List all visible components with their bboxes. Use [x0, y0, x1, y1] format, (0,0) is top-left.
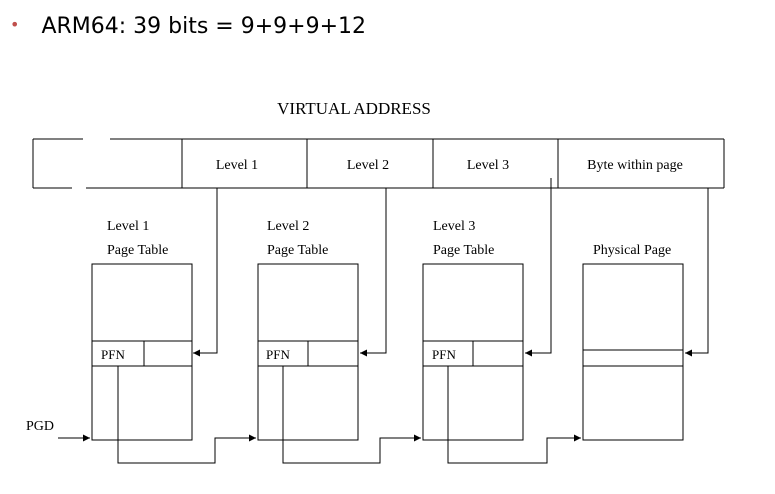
offset-arrow	[685, 188, 709, 357]
field-level-1: Level 1	[216, 158, 258, 173]
bullet-text: ARM64: 39 bits = 9+9+9+12	[41, 14, 367, 39]
table3-label-line2: Page Table	[433, 243, 494, 258]
table3-label-line1: Level 3	[433, 219, 475, 234]
diagram-title: VIRTUAL ADDRESS	[277, 99, 431, 118]
table2-label-line2: Page Table	[267, 243, 328, 258]
level2-index-arrow	[360, 188, 387, 357]
field-level-3: Level 3	[467, 158, 509, 173]
slide-bullet: • ARM64: 39 bits = 9+9+9+12	[10, 14, 366, 39]
level3-index-arrow	[525, 178, 552, 357]
physical-page-label: Physical Page	[593, 243, 671, 258]
level2-page-table	[257, 263, 359, 441]
table1-label-line2: Page Table	[107, 243, 168, 258]
physical-page	[582, 263, 684, 441]
virtual-address-bar	[32, 138, 725, 189]
table2-label-line1: Level 2	[267, 219, 309, 234]
level1-page-table	[91, 263, 193, 441]
pgd-label: PGD	[26, 419, 54, 434]
bullet-marker: •	[10, 15, 20, 34]
level1-index-arrow	[193, 188, 218, 357]
field-byte-within-page: Byte within page	[587, 158, 683, 173]
pfn3-to-physical-arrow	[447, 366, 581, 464]
table3-pfn-label: PFN	[432, 347, 456, 362]
table2-pfn-label: PFN	[266, 347, 290, 362]
field-level-2: Level 2	[347, 158, 389, 173]
pfn2-to-level3-arrow	[282, 366, 421, 464]
level3-page-table	[422, 263, 524, 441]
table1-pfn-label: PFN	[101, 347, 125, 362]
pfn1-to-level2-arrow	[117, 366, 256, 464]
table1-label-line1: Level 1	[107, 219, 149, 234]
